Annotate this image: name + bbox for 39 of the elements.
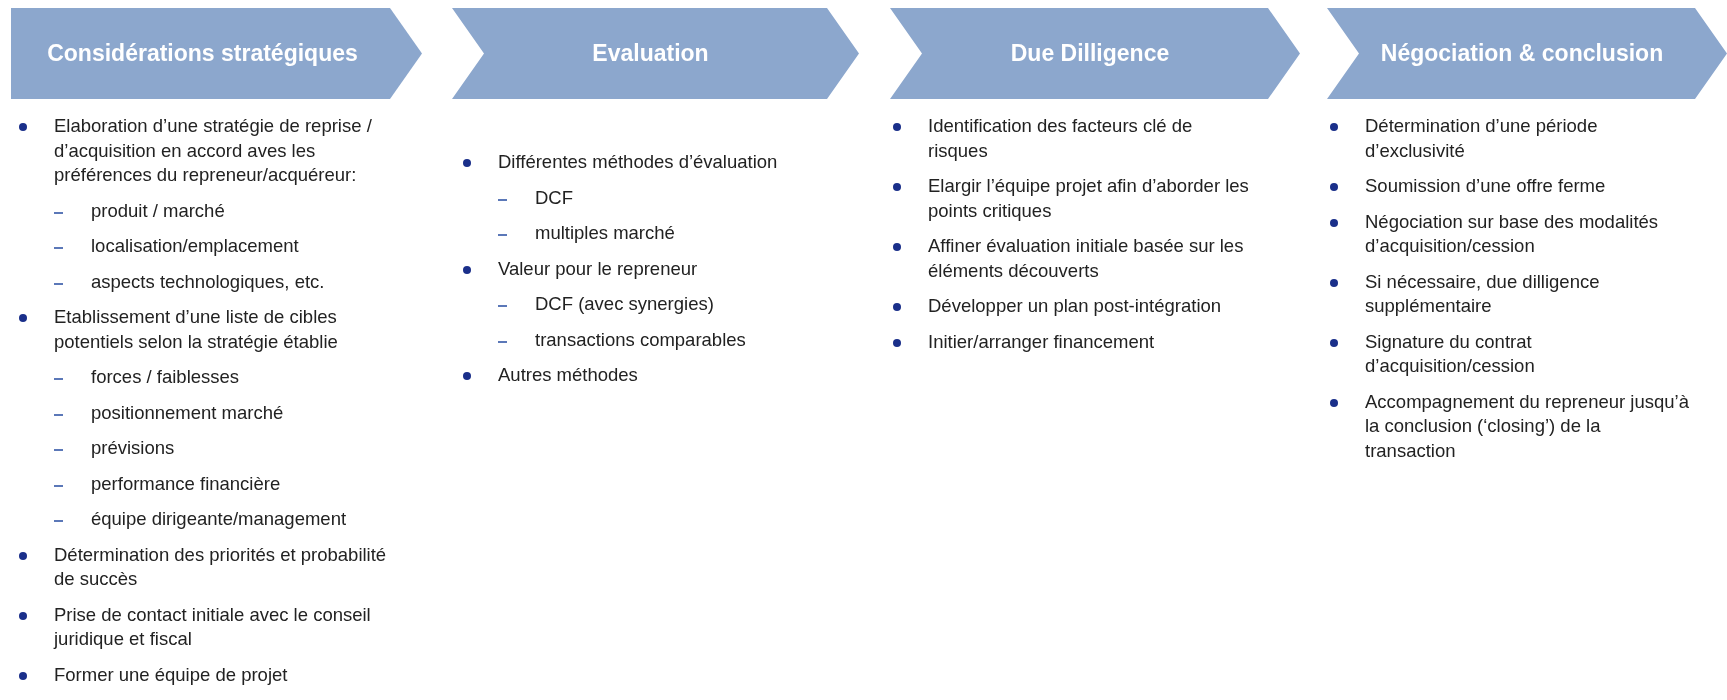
list-item-text: positionnement marché <box>91 400 285 425</box>
list-item-text: Soumission d’une offre ferme <box>1365 174 1607 198</box>
step-header-banner <box>11 8 422 99</box>
list-item-text: Autres méthodes <box>498 363 639 387</box>
list-item-text: Prise de contact initiale avec le conseil juridique et fiscal <box>54 602 372 651</box>
step-header-banner <box>890 8 1300 99</box>
step-title: Due Dilligence <box>1009 39 1171 68</box>
list-item-text: Différentes méthodes d’évaluation <box>498 150 779 174</box>
list-item-text: Accompagnement du repreneur jusqu’à la conclusion (‘closing’) de la transaction <box>1365 389 1690 463</box>
list-item-text: transactions comparables <box>535 327 747 352</box>
list-item-text: prévisions <box>91 436 176 460</box>
step-title: Considérations stratégiques <box>46 39 359 68</box>
list-item-text: localisation/emplacement <box>91 234 300 258</box>
list-item-text: Etablissement d’une liste de cibles potentiels selon la stratégie établie <box>54 305 339 354</box>
step-title: Evaluation <box>591 39 710 68</box>
list-item-text: multiples marché <box>535 221 676 245</box>
list-item-text: forces / faiblesses <box>91 365 241 389</box>
list-item-text: Si nécessaire, due dilligence supplémentaire <box>1365 269 1601 318</box>
list-item-text: Détermination d’une période d’exclusivité <box>1365 114 1599 163</box>
list-item-text: Elargir l’équipe projet afin d’aborder les points critiques <box>928 174 1250 223</box>
step-title: Négociation & conclusion <box>1379 39 1665 68</box>
list-item-text: Valeur pour le repreneur <box>498 256 699 281</box>
list-item-text: équipe dirigeante/management <box>91 507 348 531</box>
list-item-text: Négociation sur base des modalités d’acquisition/cession <box>1365 209 1660 258</box>
list-item-text: Elaboration d’une stratégie de reprise / d’acquisition en accord aves les préférences du repreneur/acquéreur: <box>54 114 373 187</box>
list-item-text: Développer un plan post-intégration <box>928 294 1223 318</box>
list-item-text: Initier/arranger financement <box>928 329 1156 354</box>
list-item-text: Identification des facteurs clé de risques <box>928 114 1194 163</box>
list-item-text: Signature du contrat d’acquisition/cession <box>1365 329 1536 378</box>
list-item-text: Former une équipe de projet <box>54 662 289 687</box>
step-header-banner <box>1327 8 1727 99</box>
list-item-text: DCF (avec synergies) <box>535 292 715 316</box>
list-item-text: Détermination des priorités et probabilité de succès <box>54 542 387 591</box>
list-item-text: Affiner évaluation initiale basée sur les éléments découverts <box>928 234 1245 283</box>
step-header-banner <box>452 8 859 99</box>
list-item-text: produit / marché <box>91 198 226 223</box>
list-item-text: DCF <box>535 185 575 210</box>
list-item-text: aspects technologiques, etc. <box>91 269 326 294</box>
list-item-text: performance financière <box>91 471 282 496</box>
